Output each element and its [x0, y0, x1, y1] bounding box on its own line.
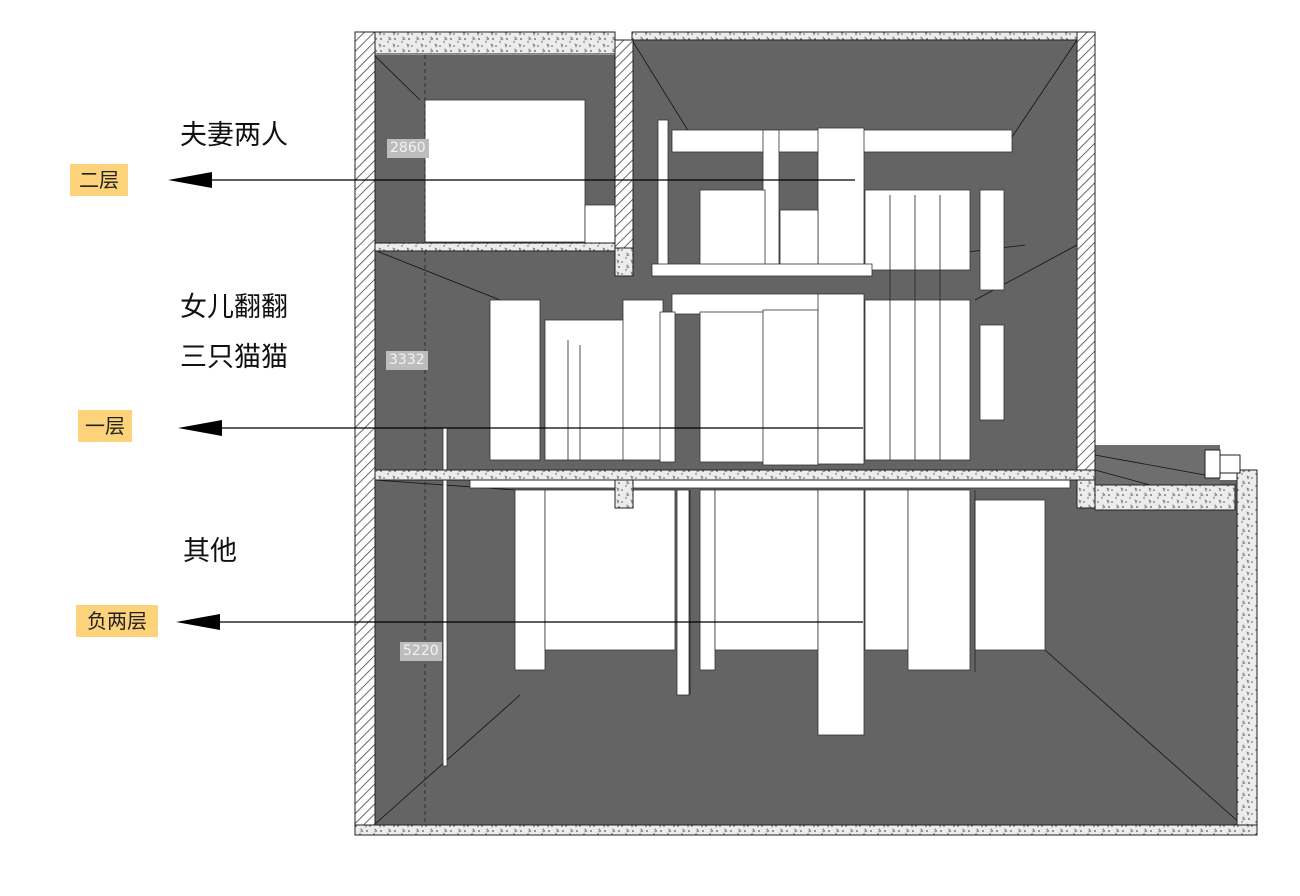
dimension-label-second: 2860 — [387, 139, 429, 158]
occupant-label-second: 夫妻两人 — [180, 120, 288, 151]
dimension-label-basement: 5220 — [400, 642, 442, 661]
dimension-label-first: 3332 — [386, 351, 428, 370]
occupant-label-basement: 其他 — [183, 536, 237, 567]
floor-badge-second: 二层 — [70, 164, 128, 196]
arrowhead-left-icon — [176, 614, 220, 630]
interior-details — [424, 55, 976, 825]
level-arrows — [168, 172, 863, 630]
arrowhead-left-icon — [168, 172, 212, 188]
floor-badge-basement: 负两层 — [76, 605, 158, 637]
basement-blocks — [442, 427, 1071, 767]
first-floor-blocks — [489, 263, 1005, 466]
structure — [354, 31, 1258, 836]
second-floor-blocks — [424, 99, 1013, 291]
occupant-label-first-2: 三只猫猫 — [180, 342, 288, 373]
arrowhead-left-icon — [178, 420, 222, 436]
floor-badge-first: 一层 — [78, 410, 132, 442]
occupant-label-first-1: 女儿翻翻 — [180, 292, 288, 323]
